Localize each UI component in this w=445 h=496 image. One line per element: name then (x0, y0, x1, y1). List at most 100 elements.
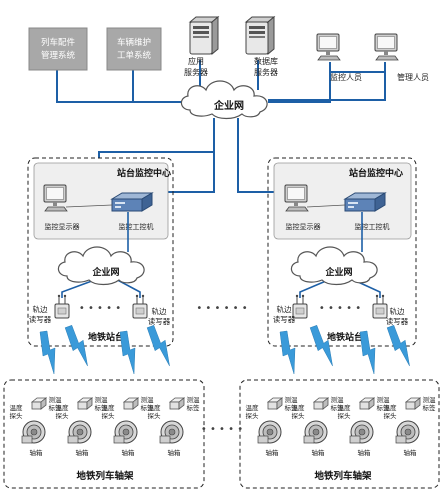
station-right-reader-left-line2: 读写器 (273, 314, 296, 324)
axle-box-label: 轴箱 (76, 448, 90, 457)
probe-label-line1: 温度 (384, 403, 398, 412)
enterprise-cloud: 企业网 (180, 80, 268, 120)
cloud-icon (57, 246, 145, 286)
axle-box-label: 轴箱 (266, 448, 280, 457)
probe-label-line1: 温度 (10, 403, 24, 412)
server-icon (189, 16, 219, 55)
axle-box-label: 轴箱 (122, 448, 136, 457)
axle-box-icon (67, 420, 92, 444)
temperature-tag-icon (313, 397, 329, 410)
rfid-reader-icon (372, 294, 388, 319)
tag-label-line2: 标签 (423, 403, 437, 412)
axle-box-icon (257, 420, 282, 444)
station-left: 站台监控中心 监控显示器 监控工控机 企业网 轨边 读写器 轨边 读写器 • •… (27, 157, 174, 347)
tag-label-line1: 测温 (95, 395, 109, 404)
axle-box-icon (303, 420, 328, 444)
station-right-reader-right-line2: 读写器 (386, 316, 409, 326)
axle-left-border (3, 379, 205, 489)
system-parts-box: 列车配件 管理系统 (28, 27, 88, 71)
axle-box-label: 轴箱 (168, 448, 182, 457)
station-left-center-box (33, 162, 169, 240)
tag-label-line2: 标签 (187, 403, 201, 412)
computer-icon (43, 184, 68, 212)
probe-label-line1: 温度 (148, 403, 162, 412)
server-icon (245, 16, 275, 55)
signal-bolt-icon (39, 330, 56, 375)
cloud-icon (180, 80, 268, 120)
temperature-tag-icon (31, 397, 47, 410)
system-parts-label-line1: 列车配件 (41, 37, 76, 48)
cloud-icon (290, 246, 378, 286)
station-left-reader-left-line1: 轨边 (33, 304, 48, 314)
probe-label-line2: 探头 (148, 411, 162, 420)
tag-label-line2: 标签 (377, 403, 391, 412)
station-right-cloud-label: 企业网 (324, 266, 352, 278)
station-left-center-title: 站台监控中心 (117, 167, 171, 179)
station-right: 站台监控中心 监控显示器 监控工控机 企业网 轨边 读写器 轨边 读写器 • •… (267, 157, 417, 347)
tag-label-line2: 标签 (49, 403, 63, 412)
axle-right-title: 地铁列车轴架 (314, 470, 372, 482)
station-left-reader-left-line2: 读写器 (29, 314, 52, 324)
probe-label-line1: 温度 (292, 403, 306, 412)
probe-label-line2: 探头 (338, 411, 352, 420)
station-left-monitor-pc: 监控工控机 (119, 222, 154, 231)
probe-label-line2: 探头 (56, 411, 70, 420)
axle-box-icon (159, 420, 184, 444)
enterprise-cloud-label: 企业网 (213, 99, 244, 112)
station-right-center-title: 站台监控中心 (349, 167, 403, 179)
axle-box-icon (349, 420, 374, 444)
axle-left-title: 地铁列车轴架 (76, 470, 134, 482)
axle-box-icon (395, 420, 420, 444)
axle-box-label: 轴箱 (404, 448, 418, 457)
rfid-reader-icon (132, 294, 148, 319)
temperature-tag-icon (359, 397, 375, 410)
probe-label-line2: 探头 (10, 411, 24, 420)
probe-label-line1: 温度 (246, 403, 260, 412)
app-server-label-line1: 应用 (188, 56, 204, 66)
probe-label-line1: 温度 (102, 403, 116, 412)
station-right-outer-border (267, 157, 417, 347)
db-server-label-line1: 数据库 (254, 56, 278, 66)
axle-box-icon (113, 420, 138, 444)
station-left-reader-right-line2: 读写器 (148, 316, 171, 326)
between-stations-dots: • • • • • • (196, 303, 247, 314)
tag-label-line1: 测温 (331, 395, 345, 404)
axle-box-label: 轴箱 (358, 448, 372, 457)
tag-label-line1: 测温 (285, 395, 299, 404)
probe-label-line1: 温度 (338, 403, 352, 412)
signal-bolt-icon (359, 330, 376, 375)
computer-icon (316, 33, 341, 61)
axle-box-label: 轴箱 (30, 448, 44, 457)
tag-label-line1: 测温 (423, 395, 437, 404)
tag-label-line2: 标签 (95, 403, 109, 412)
probe-label-line2: 探头 (102, 411, 116, 420)
station-left-monitor-display: 监控显示器 (45, 222, 80, 231)
axle-box-label: 轴箱 (312, 448, 326, 457)
station-left-cloud-label: 企业网 (91, 266, 119, 278)
signal-bolt-icon (279, 330, 296, 375)
temperature-tag-icon (123, 397, 139, 410)
station-right-reader-right-line1: 轨边 (390, 306, 405, 316)
probe-label-line2: 探头 (246, 411, 260, 420)
station-right-reader-left-line1: 轨边 (277, 304, 292, 314)
probe-label-line2: 探头 (384, 411, 398, 420)
station-right-monitor-pc: 监控工控机 (355, 222, 390, 231)
station-left-outer-border (27, 157, 174, 347)
station-right-title: 地铁站台 (327, 331, 363, 343)
temperature-tag-icon (267, 397, 283, 410)
axle-right-border (239, 379, 440, 489)
tag-label-line2: 标签 (285, 403, 299, 412)
tag-label-line2: 标签 (141, 403, 155, 412)
axle-box-icon (21, 420, 46, 444)
industrial-pc-icon (344, 192, 386, 212)
tag-label-line1: 测温 (49, 395, 63, 404)
